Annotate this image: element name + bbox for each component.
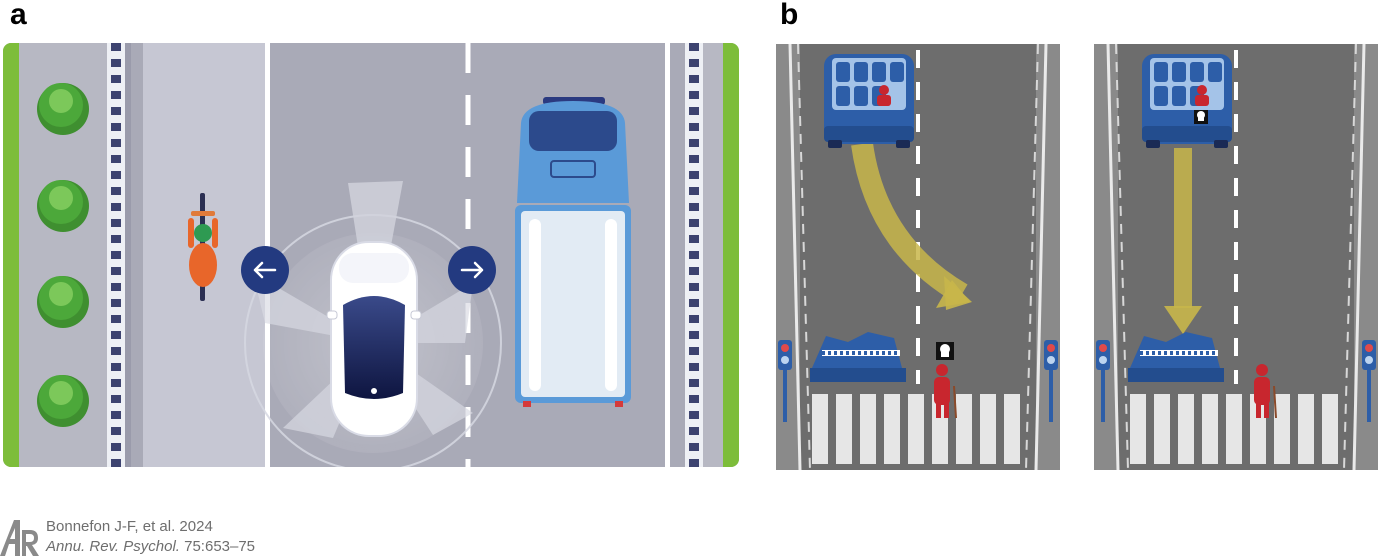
passenger-icon: [1195, 85, 1209, 106]
crosswalk: [812, 394, 1020, 464]
barrier: [810, 332, 906, 382]
citation-authors: Bonnefon J-F, et al. 2024: [46, 518, 213, 535]
autonomous-car: [1142, 54, 1232, 148]
left-wall: [1094, 44, 1129, 470]
panel-label-a: a: [10, 0, 27, 31]
autonomous-car: [824, 54, 914, 148]
grass-left: [3, 43, 19, 467]
figure-credit: Bonnefon J-F, et al. 2024 Annu. Rev. Psy…: [0, 512, 300, 558]
trajectory-arrow-straight: [1164, 148, 1202, 334]
autonomous-car: [326, 241, 422, 437]
panel-label-b: b: [780, 0, 799, 31]
elderly-pedestrian: [934, 364, 957, 419]
elderly-pedestrian: [1254, 364, 1277, 419]
volume-pages: 75:653–75: [179, 538, 256, 555]
annual-reviews-logo: [0, 520, 39, 556]
cyclist: [188, 193, 218, 301]
skull-icon: [936, 342, 954, 360]
traffic-light-right: [1044, 340, 1058, 422]
crosswalk: [1130, 394, 1338, 464]
left-wall: [776, 44, 811, 470]
curb-left: [107, 43, 143, 467]
traffic-light-right: [1362, 340, 1376, 422]
curb-right: [671, 43, 703, 467]
swerve-right-arrow-icon: [448, 246, 496, 294]
passenger-icon: [877, 85, 891, 106]
traffic-light-left: [778, 340, 792, 422]
bush-1: [37, 83, 89, 135]
journal-name: Annu. Rev. Psychol.: [46, 538, 180, 555]
panel-a-illustration: [3, 43, 739, 467]
citation-journal: Annu. Rev. Psychol. 75:653–75: [46, 538, 255, 555]
right-wall: [1025, 44, 1060, 470]
grass-right: [723, 43, 739, 467]
bush-3: [37, 276, 89, 328]
swerve-left-arrow-icon: [241, 246, 289, 294]
right-wall: [1343, 44, 1378, 470]
panel-b-scenario-swerve: [776, 44, 1060, 470]
traffic-light-left: [1096, 340, 1110, 422]
skull-icon: [1194, 110, 1208, 124]
trajectory-arrow-swerve: [851, 142, 972, 310]
barrier: [1128, 332, 1224, 382]
bush-2: [37, 180, 89, 232]
truck: [515, 97, 631, 407]
bush-4: [37, 375, 89, 427]
panel-b-scenario-stay: [1094, 44, 1378, 470]
